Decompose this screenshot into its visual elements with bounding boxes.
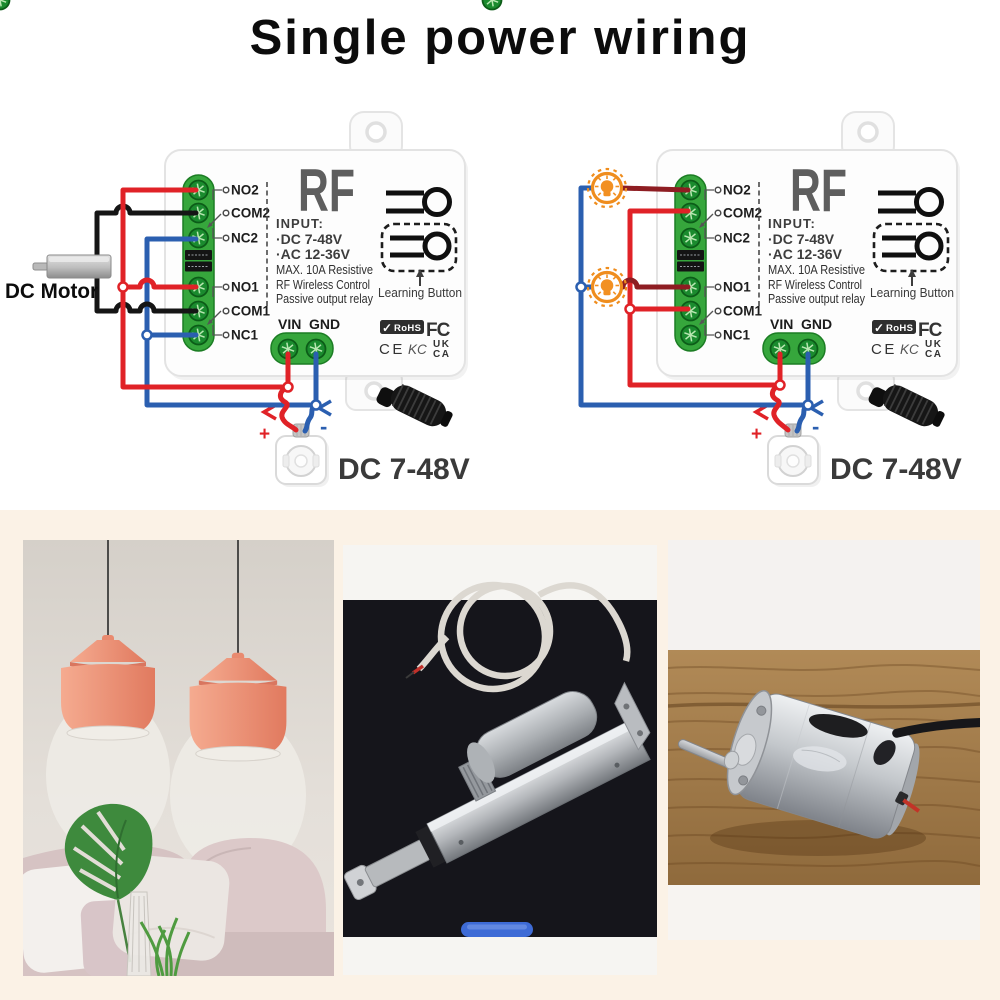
dc-motor-icon (32, 254, 112, 279)
bulb-icon (586, 266, 628, 308)
actuator-cable (416, 581, 631, 693)
wire-dark-red (618, 185, 691, 290)
pendant-lamp (61, 635, 155, 741)
linear-actuator (344, 681, 651, 901)
photo-pendant-lamps (23, 540, 334, 976)
bottom-section (0, 510, 1000, 1000)
monstera-plant (64, 803, 153, 963)
photo-linear-actuator (343, 545, 657, 975)
photo-dc-motor (668, 540, 980, 940)
dc-motor-label: DC Motor (5, 280, 98, 303)
rf-module-left (0, 0, 470, 487)
wiring-diagram: NO2 COM2 NC2 NO1 COM1 NC1 RF INPUT: ·DC … (0, 0, 1000, 510)
dc-motor-scene (668, 540, 980, 940)
motor-cable (892, 717, 980, 738)
cable-bare-lead (405, 671, 415, 679)
wire-red-flex (770, 382, 791, 433)
glass-vase (126, 891, 152, 976)
linear-actuator-scene (343, 545, 657, 975)
motor-red-lead (902, 798, 921, 813)
cable-red-lead (411, 664, 425, 675)
page-title: Single power wiring (249, 11, 751, 65)
rf-module-right (483, 0, 962, 487)
wire-blue (144, 236, 319, 408)
dc-motor-product (677, 690, 980, 839)
pendant-lamp (189, 652, 287, 762)
pendant-lamps-scene (23, 540, 334, 976)
left-wire-nodes (117, 281, 322, 411)
grass-plant (139, 917, 191, 976)
right-wire-nodes (575, 281, 814, 411)
wire-red-flex (278, 384, 299, 433)
bulb-icon (586, 167, 628, 209)
blue-button-gloss (467, 924, 527, 930)
